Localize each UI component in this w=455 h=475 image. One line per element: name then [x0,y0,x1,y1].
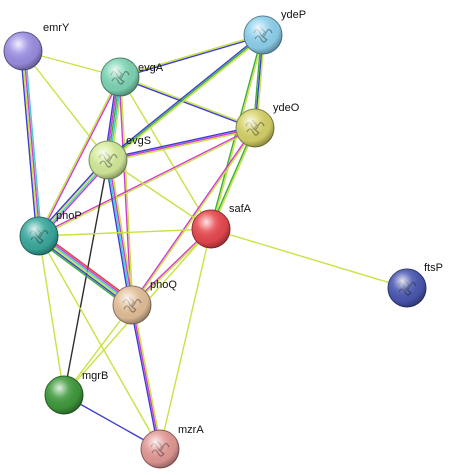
node-mzrA[interactable]: mzrA [140,424,204,469]
edge-line-textmining [39,128,256,238]
edge-line-experiments [23,50,41,236]
node-label-safA: safA [229,203,252,215]
edge-line-cooccurrence [19,51,38,237]
edge-safA-ftsP[interactable] [210,228,408,289]
edge-emrY-evgS[interactable] [22,50,109,161]
edge-line-textmining [38,235,161,450]
edge-line-textmining [119,76,212,230]
edge-line-experiments [39,77,122,237]
edge-line-cooccurrence [107,125,255,160]
edge-phoQ-mzrA[interactable] [129,304,163,450]
edge-safA-phoP[interactable] [38,228,212,237]
node-highlight [4,32,42,70]
node-evgS[interactable]: evgS [88,135,151,180]
node-phoP[interactable]: phoP [19,210,82,256]
node-label-evgA: evgA [138,62,164,74]
node-safA[interactable]: safA [191,203,252,249]
node-highlight [20,217,58,255]
edge-evgA-phoP[interactable] [37,76,122,237]
node-ftsP[interactable]: ftsP [387,262,443,308]
node-highlight [244,16,282,54]
edge-line-fusion [40,232,135,303]
node-label-mgrB: mgrB [82,370,108,382]
edge-safA-mzrA[interactable] [159,228,212,450]
node-emrY[interactable]: emrY [3,22,70,71]
edge-line-textmining [108,128,256,163]
edge-line-textmining [37,76,120,236]
node-ydeO[interactable]: ydeO [235,102,300,148]
node-label-ydeP: ydeP [281,9,306,21]
edge-line-databases [24,50,43,236]
edge-evgA-ydeP[interactable] [119,33,264,79]
edge-phoP-mgrB[interactable] [38,235,65,396]
edge-line-textmining [107,159,212,230]
edge-line-textmining [120,75,256,128]
edge-line-textmining [159,228,212,450]
edge-line-textmining [119,33,263,77]
edge-ydeO-evgS[interactable] [107,125,256,163]
node-mgrB[interactable]: mgrB [44,370,108,415]
edge-line-experiments [118,77,132,306]
node-label-evgS: evgS [126,135,151,147]
node-highlight [388,269,426,307]
node-highlight [45,376,83,414]
node-highlight [236,109,274,147]
edge-line-neighborhood [36,238,131,309]
node-label-phoP: phoP [56,210,82,222]
edge-line-coexpression [63,159,109,396]
edge-evgA-safA[interactable] [119,76,212,230]
node-label-mzrA: mzrA [178,424,204,436]
edge-phoP-mzrA[interactable] [38,235,161,450]
node-label-phoQ: phoQ [150,279,177,291]
node-label-ftsP: ftsP [424,262,443,274]
edge-emrY-phoP[interactable] [19,50,43,237]
edge-line-textmining [38,235,65,396]
edge-line-experiments [38,126,255,236]
nodes-layer: emrY evgA ydeP ydeO evgS safA phoP ftsP phoQ mgrB… [3,9,443,469]
node-ydeP[interactable]: ydeP [243,9,306,55]
edge-line-experiments [131,304,161,450]
edge-evgS-mgrB[interactable] [63,159,109,396]
node-label-ydeO: ydeO [273,102,300,114]
edge-line-neighborhood [107,34,264,161]
edge-line-textmining [22,50,109,161]
edge-line-textmining [108,35,265,162]
edge-line-cooccurrence [129,305,160,450]
node-phoQ[interactable]: phoQ [112,279,177,325]
node-highlight [113,286,151,324]
node-highlight [89,141,127,179]
edge-line-textmining [38,228,212,237]
edge-ydeP-evgS[interactable] [106,33,265,162]
node-label-emrY: emrY [43,22,70,34]
node-highlight [192,210,230,248]
edge-line-textmining [210,228,408,289]
node-evgA[interactable]: evgA [100,57,164,97]
edge-line-textmining [132,304,163,449]
node-highlight [141,430,179,468]
edge-line-cooccurrence [119,77,255,130]
edge-ydeO-phoP[interactable] [38,126,256,238]
edge-evgS-safA[interactable] [107,159,212,230]
edge-line-cooccurrence [120,35,264,79]
edge-line-cooccurrence [106,33,263,160]
node-highlight [101,58,139,96]
edge-evgA-ydeO[interactable] [119,75,256,130]
edge-line-experiments [107,127,256,161]
edge-line-textmining [21,51,39,237]
